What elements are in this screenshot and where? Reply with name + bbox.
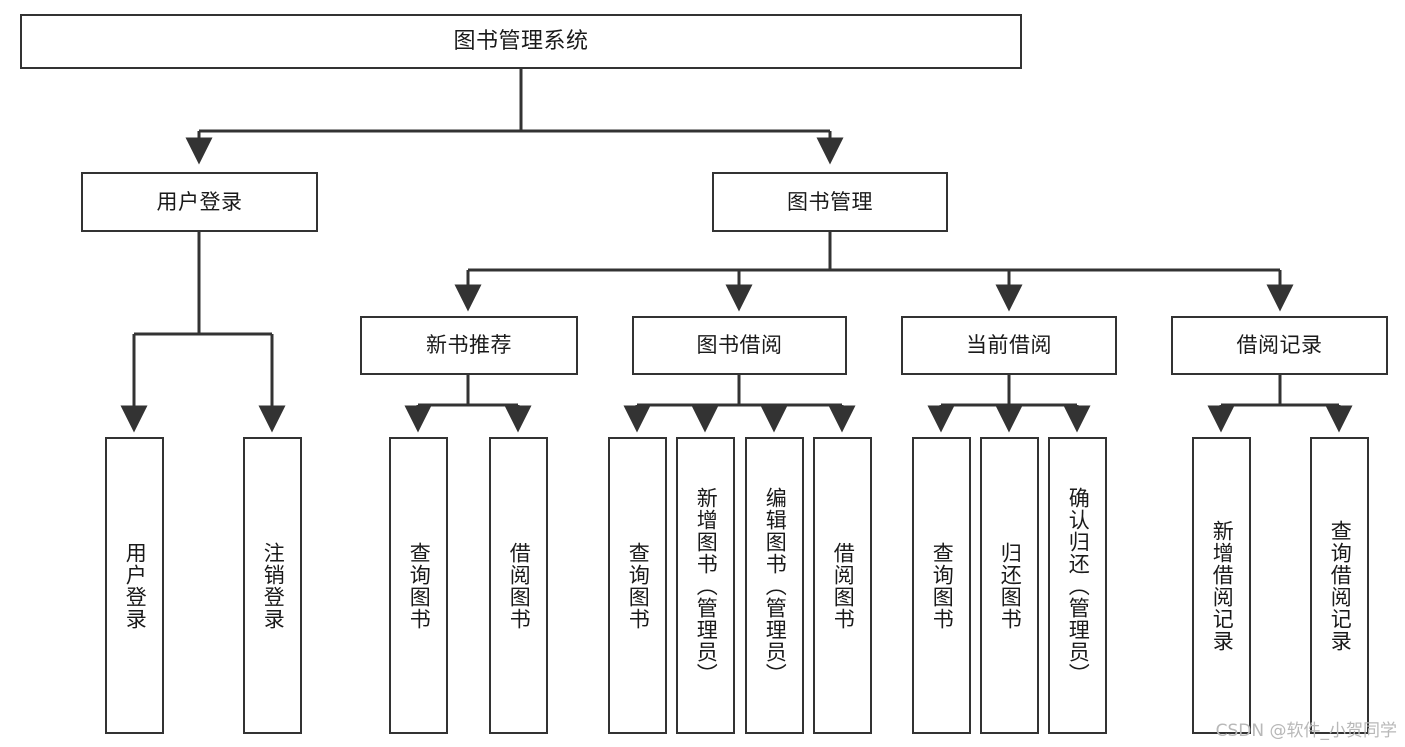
leaf-borrow-add-book-admin[interactable]: 新增图书（管理员）: [676, 437, 735, 734]
node-label: 新增图书（管理员）: [694, 486, 719, 685]
node-label: 图书借阅: [696, 333, 783, 358]
node-new-book-recommend[interactable]: 新书推荐: [360, 316, 578, 375]
leaf-borrow-query-book[interactable]: 查询图书: [608, 437, 667, 734]
node-label: 借阅记录: [1236, 333, 1323, 358]
leaf-recommend-borrow-book[interactable]: 借阅图书: [489, 437, 548, 734]
node-label: 借阅图书: [507, 541, 532, 630]
leaf-current-query-book[interactable]: 查询图书: [912, 437, 971, 734]
node-book-borrow[interactable]: 图书借阅: [632, 316, 847, 375]
node-label: 新书推荐: [426, 333, 512, 358]
node-label: 用户登录: [156, 189, 243, 214]
leaf-borrow-borrow-book[interactable]: 借阅图书: [813, 437, 872, 734]
node-label: 查询图书: [930, 541, 955, 630]
node-label: 编辑图书（管理员）: [763, 486, 788, 685]
node-label: 用户登录: [123, 541, 148, 630]
leaf-borrow-edit-book-admin[interactable]: 编辑图书（管理员）: [745, 437, 804, 734]
node-label: 借阅图书: [831, 541, 856, 630]
node-root-system[interactable]: 图书管理系统: [20, 14, 1022, 69]
node-book-management[interactable]: 图书管理: [712, 172, 948, 232]
node-label: 新增借阅记录: [1210, 519, 1235, 652]
node-label: 归还图书: [998, 541, 1023, 630]
csdn-watermark: CSDN @软件_小贺同学: [1215, 721, 1397, 741]
node-label: 查询借阅记录: [1328, 519, 1353, 652]
node-label: 图书管理: [787, 189, 873, 214]
node-label: 查询图书: [407, 541, 432, 630]
leaf-current-confirm-return-admin[interactable]: 确认归还（管理员）: [1048, 437, 1107, 734]
leaf-user-login-signin[interactable]: 用户登录: [105, 437, 164, 734]
leaf-recommend-query-book[interactable]: 查询图书: [389, 437, 448, 734]
node-label: 当前借阅: [966, 333, 1052, 358]
leaf-record-query-record[interactable]: 查询借阅记录: [1310, 437, 1369, 734]
node-label: 注销登录: [261, 541, 286, 630]
node-label: 图书管理系统: [453, 28, 589, 54]
node-label: 查询图书: [626, 541, 651, 630]
node-user-login[interactable]: 用户登录: [81, 172, 318, 232]
leaf-current-return-book[interactable]: 归还图书: [980, 437, 1039, 734]
node-borrow-record[interactable]: 借阅记录: [1171, 316, 1388, 375]
node-current-borrow[interactable]: 当前借阅: [901, 316, 1117, 375]
leaf-user-login-signout[interactable]: 注销登录: [243, 437, 302, 734]
node-label: 确认归还（管理员）: [1066, 486, 1091, 685]
leaf-record-add-record[interactable]: 新增借阅记录: [1192, 437, 1251, 734]
